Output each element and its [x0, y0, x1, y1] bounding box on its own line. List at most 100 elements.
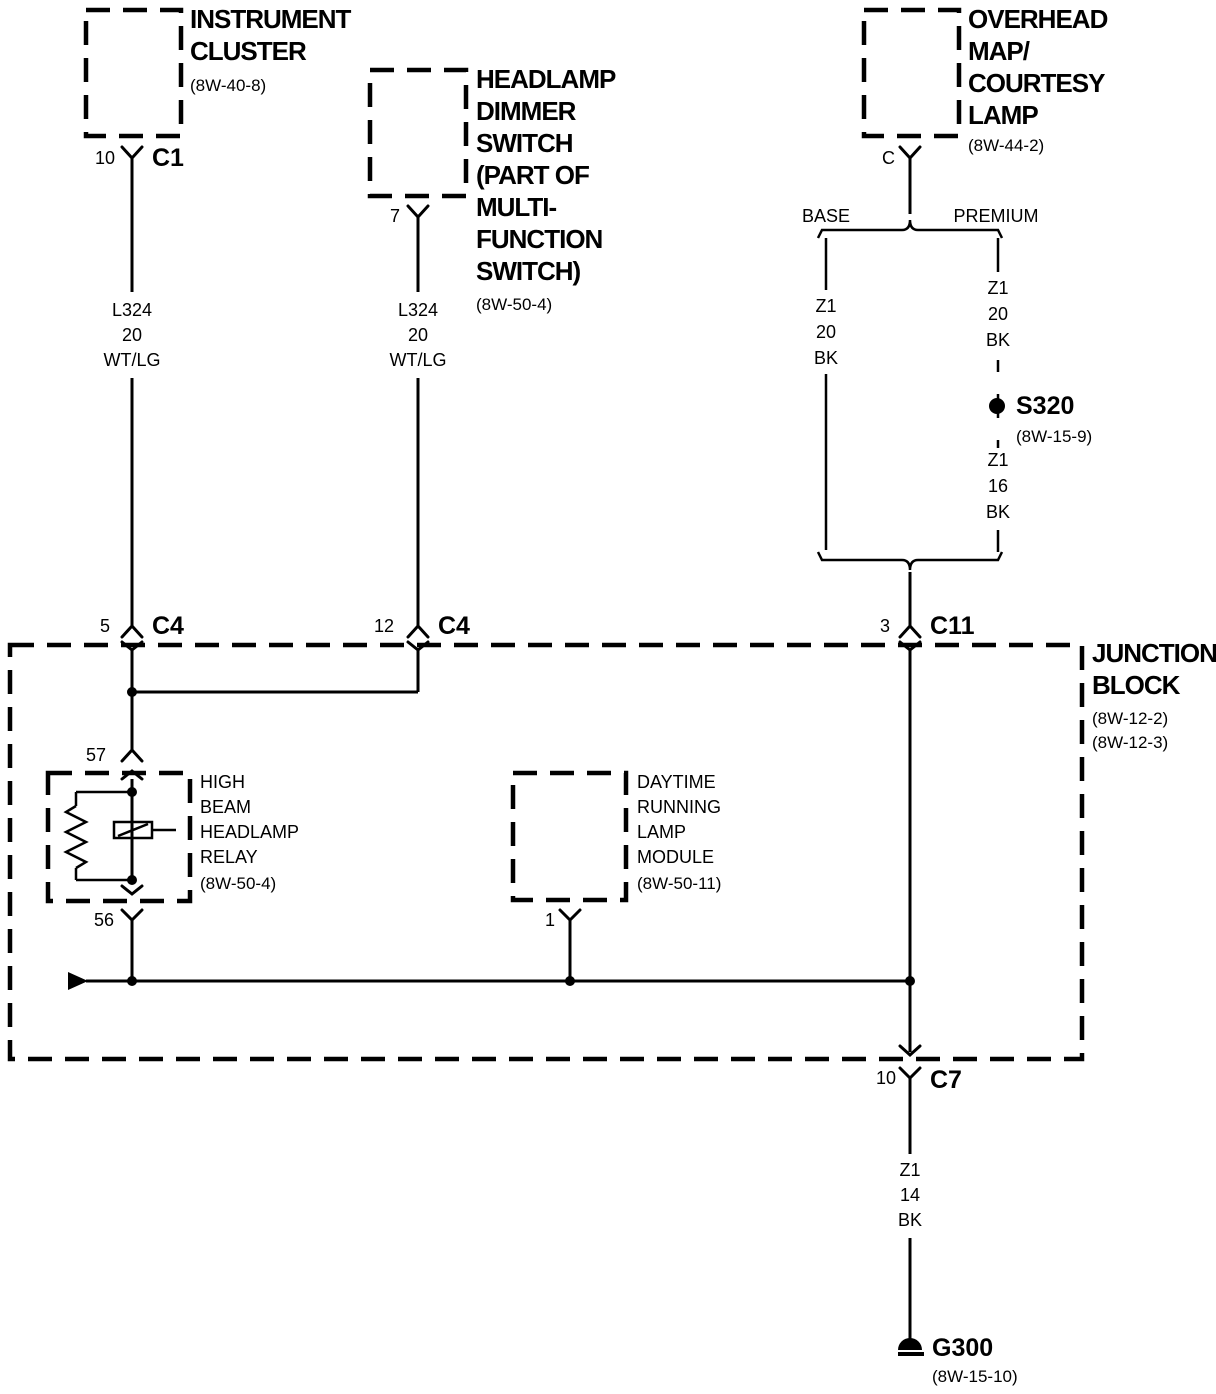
s320-ref: (8W-15-9) [1016, 427, 1092, 446]
svg-text:20: 20 [408, 325, 428, 345]
headlamp-dimmer-ref: (8W-50-4) [476, 295, 552, 314]
z1-ground-label: Z1 14 BK [898, 1160, 922, 1230]
drl-pin: 1 [545, 910, 555, 930]
dimmer-connector [406, 204, 430, 220]
bus-dot-drl [565, 976, 575, 986]
relay-pin56-connector [120, 908, 144, 923]
high-beam-relay-title: HIGH BEAM HEADLAMP RELAY [200, 772, 299, 867]
bus-dot-relay [127, 976, 137, 986]
svg-text:BEAM: BEAM [200, 797, 251, 817]
c1-connector [120, 145, 144, 161]
high-beam-relay-ref: (8W-50-4) [200, 874, 276, 893]
svg-text:BK: BK [986, 330, 1010, 350]
junction-dot-top [127, 687, 137, 697]
g300-name: G300 [932, 1334, 993, 1362]
svg-text:INSTRUMENT: INSTRUMENT [190, 4, 352, 34]
instrument-cluster-box [83, 7, 184, 139]
l324-left-label: L324 20 WT/LG [104, 300, 161, 370]
z1-base-label-bg [808, 290, 844, 374]
s320-name: S320 [1016, 392, 1074, 420]
c7-connector-top [898, 1044, 922, 1058]
junction-block-title: JUNCTION BLOCK [1092, 638, 1216, 700]
svg-text:FUNCTION: FUNCTION [476, 224, 603, 254]
svg-text:WT/LG: WT/LG [104, 350, 161, 370]
z1-base-label: Z1 20 BK [814, 296, 838, 368]
c11-pin: 3 [880, 616, 890, 636]
svg-text:BLOCK: BLOCK [1092, 670, 1181, 700]
svg-text:DAYTIME: DAYTIME [637, 772, 716, 792]
instrument-cluster-title: INSTRUMENT CLUSTER [190, 4, 353, 66]
svg-text:JUNCTION: JUNCTION [1092, 638, 1216, 668]
svg-text:LAMP: LAMP [637, 822, 686, 842]
drl-pin-connector [558, 908, 582, 923]
relay-inner-bottom-connector [120, 884, 144, 896]
c4-pin5-connector-top [120, 623, 144, 639]
g300-ref: (8W-15-10) [932, 1367, 1018, 1386]
base-label: BASE [802, 206, 850, 226]
svg-text:CLUSTER: CLUSTER [190, 36, 307, 66]
svg-text:OVERHEAD: OVERHEAD [968, 4, 1108, 34]
relay-pin57-connector [120, 747, 144, 763]
splice-gap-top [988, 372, 1008, 394]
junction-block-box [7, 642, 1085, 1062]
drl-module-ref: (8W-50-11) [637, 874, 721, 893]
headlamp-dimmer-title: HEADLAMP DIMMER SWITCH (PART OF MULTI- F… [476, 64, 617, 286]
svg-text:HEADLAMP: HEADLAMP [200, 822, 299, 842]
z1-premium-lower-label: Z1 16 BK [986, 450, 1010, 522]
svg-text:LAMP: LAMP [968, 100, 1038, 130]
c4-pin12-connector-top [406, 623, 430, 639]
relay-bottom-pin: 56 [94, 910, 114, 930]
svg-text:HEADLAMP: HEADLAMP [476, 64, 616, 94]
overhead-lamp-box [861, 7, 962, 139]
splice-gap-bottom [988, 418, 1008, 440]
z1-premium-upper-label: Z1 20 BK [986, 278, 1010, 350]
junction-block-ref-1: (8W-12-2) [1092, 709, 1168, 728]
svg-text:WT/LG: WT/LG [390, 350, 447, 370]
c7-connector-bottom [898, 1066, 922, 1081]
svg-text:20: 20 [988, 304, 1008, 324]
overhead-lamp-ref: (8W-44-2) [968, 136, 1044, 155]
option-split-top [816, 219, 1004, 239]
svg-text:BK: BK [986, 502, 1010, 522]
svg-text:MODULE: MODULE [637, 847, 714, 867]
svg-text:RUNNING: RUNNING [637, 797, 721, 817]
premium-label: PREMIUM [954, 206, 1039, 226]
svg-text:COURTESY: COURTESY [968, 68, 1105, 98]
bus-arrow-icon [68, 972, 88, 990]
svg-text:MAP/: MAP/ [968, 36, 1030, 66]
svg-text:Z1: Z1 [987, 278, 1008, 298]
c4a-name: C4 [152, 612, 184, 640]
l324-right-label: L324 20 WT/LG [390, 300, 447, 370]
c4a-pin: 5 [100, 616, 110, 636]
junction-block-ref-2: (8W-12-3) [1092, 733, 1168, 752]
c11-name: C11 [930, 612, 975, 640]
svg-text:14: 14 [900, 1185, 920, 1205]
svg-text:RELAY: RELAY [200, 847, 258, 867]
svg-text:DIMMER: DIMMER [476, 96, 577, 126]
c1-name: C1 [152, 144, 184, 172]
svg-text:Z1: Z1 [815, 296, 836, 316]
high-beam-relay-box [45, 770, 193, 904]
s320-splice-dot [989, 398, 1005, 414]
svg-text:BK: BK [814, 348, 838, 368]
option-split-bottom [816, 551, 1004, 571]
overhead-connector [898, 145, 922, 161]
c7-name: C7 [930, 1066, 962, 1094]
svg-text:SWITCH: SWITCH [476, 128, 573, 158]
overhead-pin: C [882, 148, 895, 168]
dimmer-pin: 7 [390, 206, 400, 226]
relay-coil-slash [117, 822, 149, 838]
svg-text:SWITCH): SWITCH) [476, 256, 581, 286]
instrument-cluster-ref: (8W-40-8) [190, 76, 266, 95]
svg-text:L324: L324 [398, 300, 438, 320]
overhead-lamp-title: OVERHEAD MAP/ COURTESY LAMP [968, 4, 1109, 130]
svg-text:Z1: Z1 [987, 450, 1008, 470]
relay-inner-top-connector [120, 769, 144, 781]
svg-text:20: 20 [816, 322, 836, 342]
c11-connector-top [898, 623, 922, 639]
svg-text:BK: BK [898, 1210, 922, 1230]
relay-resistor-icon [63, 804, 89, 870]
relay-top-pin: 57 [86, 745, 106, 765]
svg-text:Z1: Z1 [899, 1160, 920, 1180]
